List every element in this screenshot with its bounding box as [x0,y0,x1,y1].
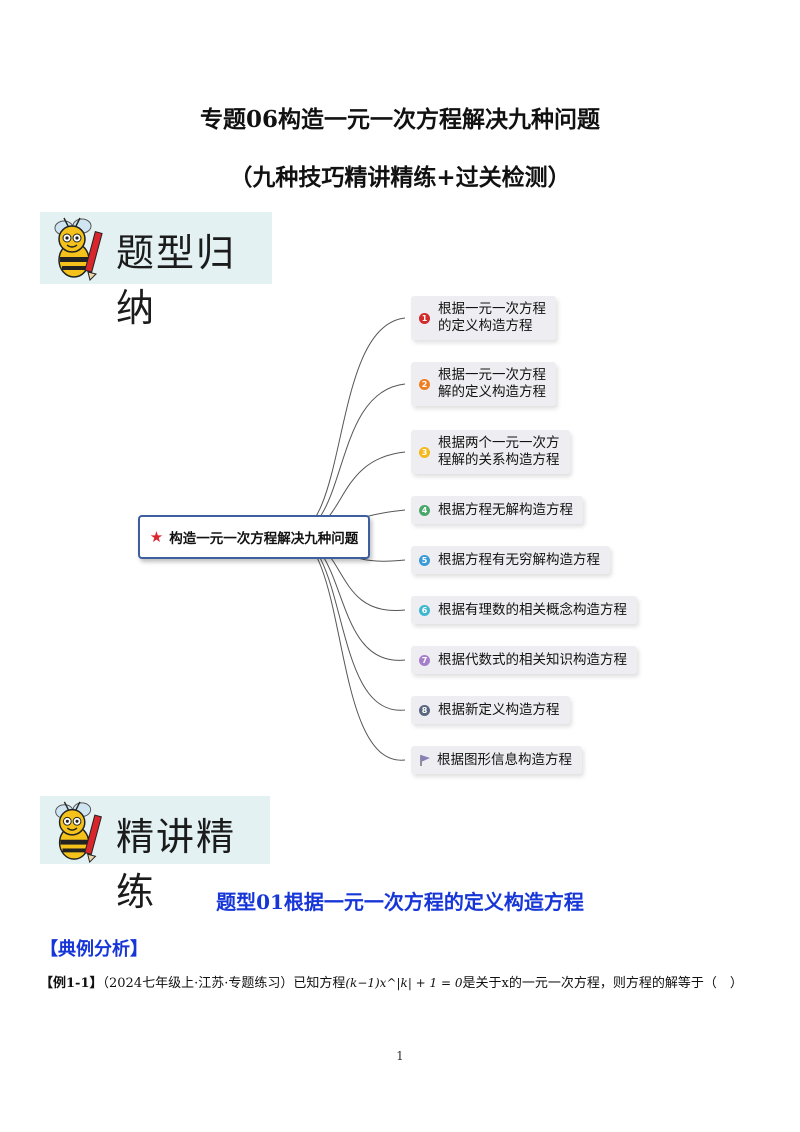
branch-label: 根据方程有无穷解构造方程 [438,551,600,568]
branch-label: 根据图形信息构造方程 [437,751,572,768]
page-number: 1 [396,1049,404,1063]
mind-map-center-label: 构造一元一次方程解决九种问题 [169,531,359,547]
bee-mascot-icon [55,801,102,864]
banner-title: 精讲精练 [116,815,237,914]
type-heading: 题型01根据一元一次方程的定义构造方程 [216,890,584,914]
mind-map-branch-9: 根据图形信息构造方程 [411,746,582,774]
mind-map: ★ 构造一元一次方程解决九种问题 1 根据一元一次方程 的定义构造方程 2 根据一元一… [0,290,800,780]
branch-number-icon: 2 [419,378,430,390]
mind-map-branch-6: 6 根据有理数的相关概念构造方程 [411,596,637,624]
branch-label: 根据两个一元一次方 程解的关系构造方程 [438,435,560,468]
mind-map-branch-5: 5 根据方程有无穷解构造方程 [411,546,610,574]
mind-map-branch-1: 1 根据一元一次方程 的定义构造方程 [411,296,556,340]
mind-map-branch-4: 4 根据方程无解构造方程 [411,496,583,524]
mind-map-connector [289,317,406,536]
branch-label: 根据有理数的相关概念构造方程 [438,601,627,618]
document-title: 专题06构造一元一次方程解决九种问题 [199,106,600,133]
banner-title: 题型归纳 [116,231,237,330]
mind-map-branch-8: 8 根据新定义构造方程 [411,696,570,724]
branch-number-icon: 3 [419,446,430,458]
bee-mascot-icon [54,217,103,281]
banner-question-types: 题型归纳 [40,212,272,330]
branch-label: 根据方程无解构造方程 [438,501,573,518]
example-source: （2024七年级上·江苏·专题练习）已知方程 [102,976,346,991]
banner-lecture-practice: 精讲精练 [40,796,270,914]
document-subtitle: （九种技巧精讲精练+过关检测） [229,164,571,191]
flag-icon [420,755,430,766]
branch-number-icon: 7 [419,654,430,666]
branch-number-icon: 5 [419,554,430,566]
branch-number-icon: 1 [419,312,430,324]
example-tag: 【例1-1】 [40,976,103,991]
example-equation: (k−1)x^|k| + 1 = 0 [345,976,463,990]
branch-number-icon: 6 [419,604,430,616]
mind-map-branch-7: 7 根据代数式的相关知识构造方程 [411,646,637,674]
mind-map-branch-3: 3 根据两个一元一次方 程解的关系构造方程 [411,430,570,474]
mind-map-connectors [289,317,406,761]
branch-label: 根据代数式的相关知识构造方程 [438,651,627,668]
example-rest: 是关于x的一元一次方程，则方程的解等于（ ） [462,976,743,991]
example-problem: 【例1-1】（2024七年级上·江苏·专题练习）已知方程(k−1)x^|k| +… [40,972,743,991]
branch-label: 根据一元一次方程 的定义构造方程 [438,301,546,334]
section-label: 【典例分析】 [40,939,148,960]
branch-number-icon: 4 [419,504,430,516]
branch-label: 根据新定义构造方程 [438,701,560,718]
star-icon: ★ [149,528,164,546]
mind-map-center-node: ★ 构造一元一次方程解决九种问题 [138,515,370,559]
branch-number-icon: 8 [419,704,430,716]
mind-map-branch-2: 2 根据一元一次方程 解的定义构造方程 [411,362,556,406]
mind-map-connector [289,534,406,761]
branch-label: 根据一元一次方程 解的定义构造方程 [438,367,546,400]
